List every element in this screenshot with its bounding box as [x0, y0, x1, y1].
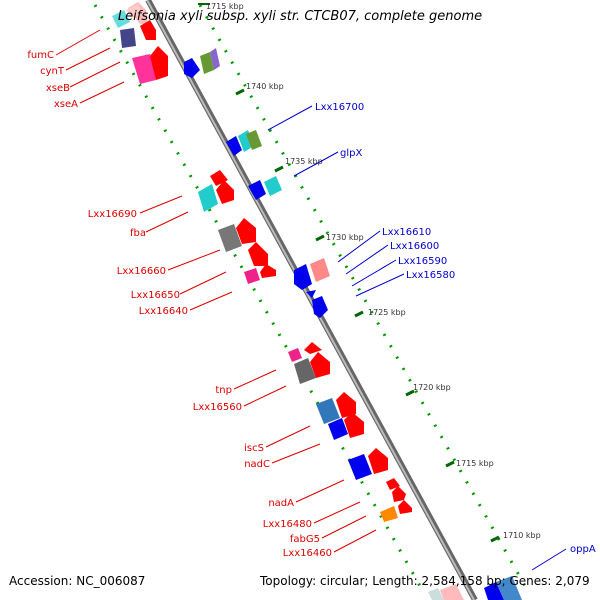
tick-3: 1735 kbp	[274, 157, 323, 173]
gene-Lxx16650-red[interactable]	[248, 242, 268, 266]
tick-4: 1730 kbp	[315, 233, 364, 242]
tick-5: 1725 kbp	[354, 308, 406, 318]
gene-Lxx16610[interactable]	[294, 264, 312, 290]
reverse-gene-features	[112, 4, 522, 600]
label-xseB[interactable]: xseB	[46, 83, 70, 94]
gene-oppA[interactable]	[496, 576, 522, 600]
gene-Lxx16700-blue[interactable]	[226, 136, 242, 156]
label-Lxx16700[interactable]: Lxx16700	[315, 102, 364, 113]
label-cynT[interactable]: cynT	[40, 66, 65, 77]
label-fabG5[interactable]: fabG5	[290, 534, 320, 545]
label-Lxx16640[interactable]: Lxx16640	[139, 306, 188, 317]
gene-tnp[interactable]	[294, 358, 316, 384]
gene-Lxx16580[interactable]	[312, 296, 328, 318]
tick-6: 1720 kbp	[405, 383, 451, 397]
gene-Lxx16700[interactable]	[246, 130, 262, 150]
tick-label: 1715 kbp	[206, 2, 244, 11]
gene-top-pink[interactable]	[126, 4, 142, 18]
label-Lxx16650[interactable]: Lxx16650	[131, 290, 180, 301]
label-Lxx16610[interactable]: Lxx16610	[382, 227, 431, 238]
gene-Lxx16640[interactable]	[260, 264, 276, 278]
label-oppA[interactable]: oppA	[570, 544, 596, 555]
gene-cluster-1a[interactable]	[184, 58, 200, 78]
tick-label: 1710 kbp	[503, 531, 541, 540]
gene-top-cyan[interactable]	[112, 10, 130, 28]
gene-xseA[interactable]	[150, 46, 168, 80]
left-labels: fumC cynT xseB xseA Lxx16690 fba Lxx1666…	[27, 50, 332, 559]
genome-title: Leifsonia xyli subsp. xyli str. CTCB07, …	[117, 9, 483, 24]
gene-fumC-arrow[interactable]	[140, 20, 156, 40]
label-nadA[interactable]: nadA	[268, 498, 294, 509]
label-Lxx16590[interactable]: Lxx16590	[398, 256, 447, 267]
label-glpX[interactable]: glpX	[340, 148, 362, 159]
left-label-leaders	[55, 29, 377, 553]
gene-cluster-1b[interactable]	[200, 52, 214, 74]
label-fba[interactable]: fba	[130, 228, 146, 239]
gene-Lxx16480-head[interactable]	[386, 478, 400, 490]
gene-xseB[interactable]	[132, 54, 156, 84]
tick-label: 1730 kbp	[326, 233, 364, 242]
gene-Lxx16660[interactable]	[236, 218, 256, 244]
gene-Lxx16480[interactable]	[392, 486, 406, 502]
gene-Lxx16600[interactable]	[310, 258, 330, 282]
tick-label: 1725 kbp	[368, 308, 406, 317]
gene-cynT[interactable]	[120, 28, 136, 48]
gene-nadA[interactable]	[368, 448, 388, 474]
label-xseA[interactable]: xseA	[54, 99, 78, 110]
tick-2: 1740 kbp	[235, 82, 284, 96]
genome-summary-text: Topology: circular; Length: 2,584,158 bp…	[260, 574, 590, 588]
gene-Lxx16460[interactable]	[398, 500, 412, 514]
label-nadC[interactable]: nadC	[244, 459, 270, 470]
gene-cluster-1c[interactable]	[210, 48, 220, 70]
gene-glpX[interactable]	[264, 176, 282, 196]
label-Lxx16600[interactable]: Lxx16600	[390, 241, 439, 252]
gene-Lxx16560[interactable]	[310, 352, 330, 378]
tick-label: 1720 kbp	[413, 383, 451, 392]
label-Lxx16560[interactable]: Lxx16560	[193, 402, 242, 413]
gene-Lxx16690[interactable]	[198, 184, 218, 212]
gene-oppA-blue[interactable]	[484, 582, 504, 600]
tick-1: 1715 kbp	[198, 2, 244, 11]
tick-label: 1740 kbp	[246, 82, 284, 91]
right-track-line	[198, 4, 532, 596]
label-iscS[interactable]: iscS	[244, 443, 264, 454]
right-labels: Lxx16700 glpX Lxx16610 Lxx16600 Lxx16590…	[315, 102, 596, 555]
gene-bottom-pink[interactable]	[440, 584, 464, 600]
gene-iscS[interactable]	[336, 392, 356, 418]
left-track-line	[93, 4, 427, 596]
label-Lxx16690[interactable]: Lxx16690	[88, 209, 137, 220]
gene-nadC[interactable]	[344, 412, 364, 438]
tick-8: 1710 kbp	[490, 531, 541, 543]
label-Lxx16580[interactable]: Lxx16580	[406, 270, 455, 281]
genome-axis-highlight	[146, 0, 475, 600]
gene-fabG5[interactable]	[380, 506, 398, 522]
gene-nadC-blue[interactable]	[328, 418, 348, 440]
gene-nadA-blue[interactable]	[348, 454, 372, 480]
gene-oppA-cyan[interactable]	[428, 588, 444, 600]
gene-Lxx16650[interactable]	[244, 268, 260, 284]
gene-Lxx16660-grey[interactable]	[218, 224, 242, 252]
gene-tnp-pink[interactable]	[288, 348, 302, 362]
forward-gene-features	[120, 2, 464, 600]
label-Lxx16480[interactable]: Lxx16480	[263, 519, 312, 530]
label-fumC[interactable]: fumC	[27, 50, 54, 61]
accession-text: Accession: NC_006087	[9, 574, 146, 588]
tick-7: 1715 kbp	[445, 459, 494, 468]
tick-label: 1715 kbp	[456, 459, 494, 468]
gene-fba[interactable]	[216, 180, 234, 204]
gene-tnp-red[interactable]	[304, 342, 322, 354]
right-label-leaders	[267, 105, 567, 571]
gene-Lxx16590[interactable]	[306, 290, 316, 298]
gene-glpX-blue[interactable]	[248, 180, 266, 200]
label-tnp[interactable]: tnp	[215, 385, 232, 396]
tick-label: 1735 kbp	[285, 157, 323, 166]
label-Lxx16460[interactable]: Lxx16460	[283, 548, 332, 559]
gene-iscS-blue[interactable]	[316, 398, 340, 424]
label-Lxx16660[interactable]: Lxx16660	[117, 266, 166, 277]
